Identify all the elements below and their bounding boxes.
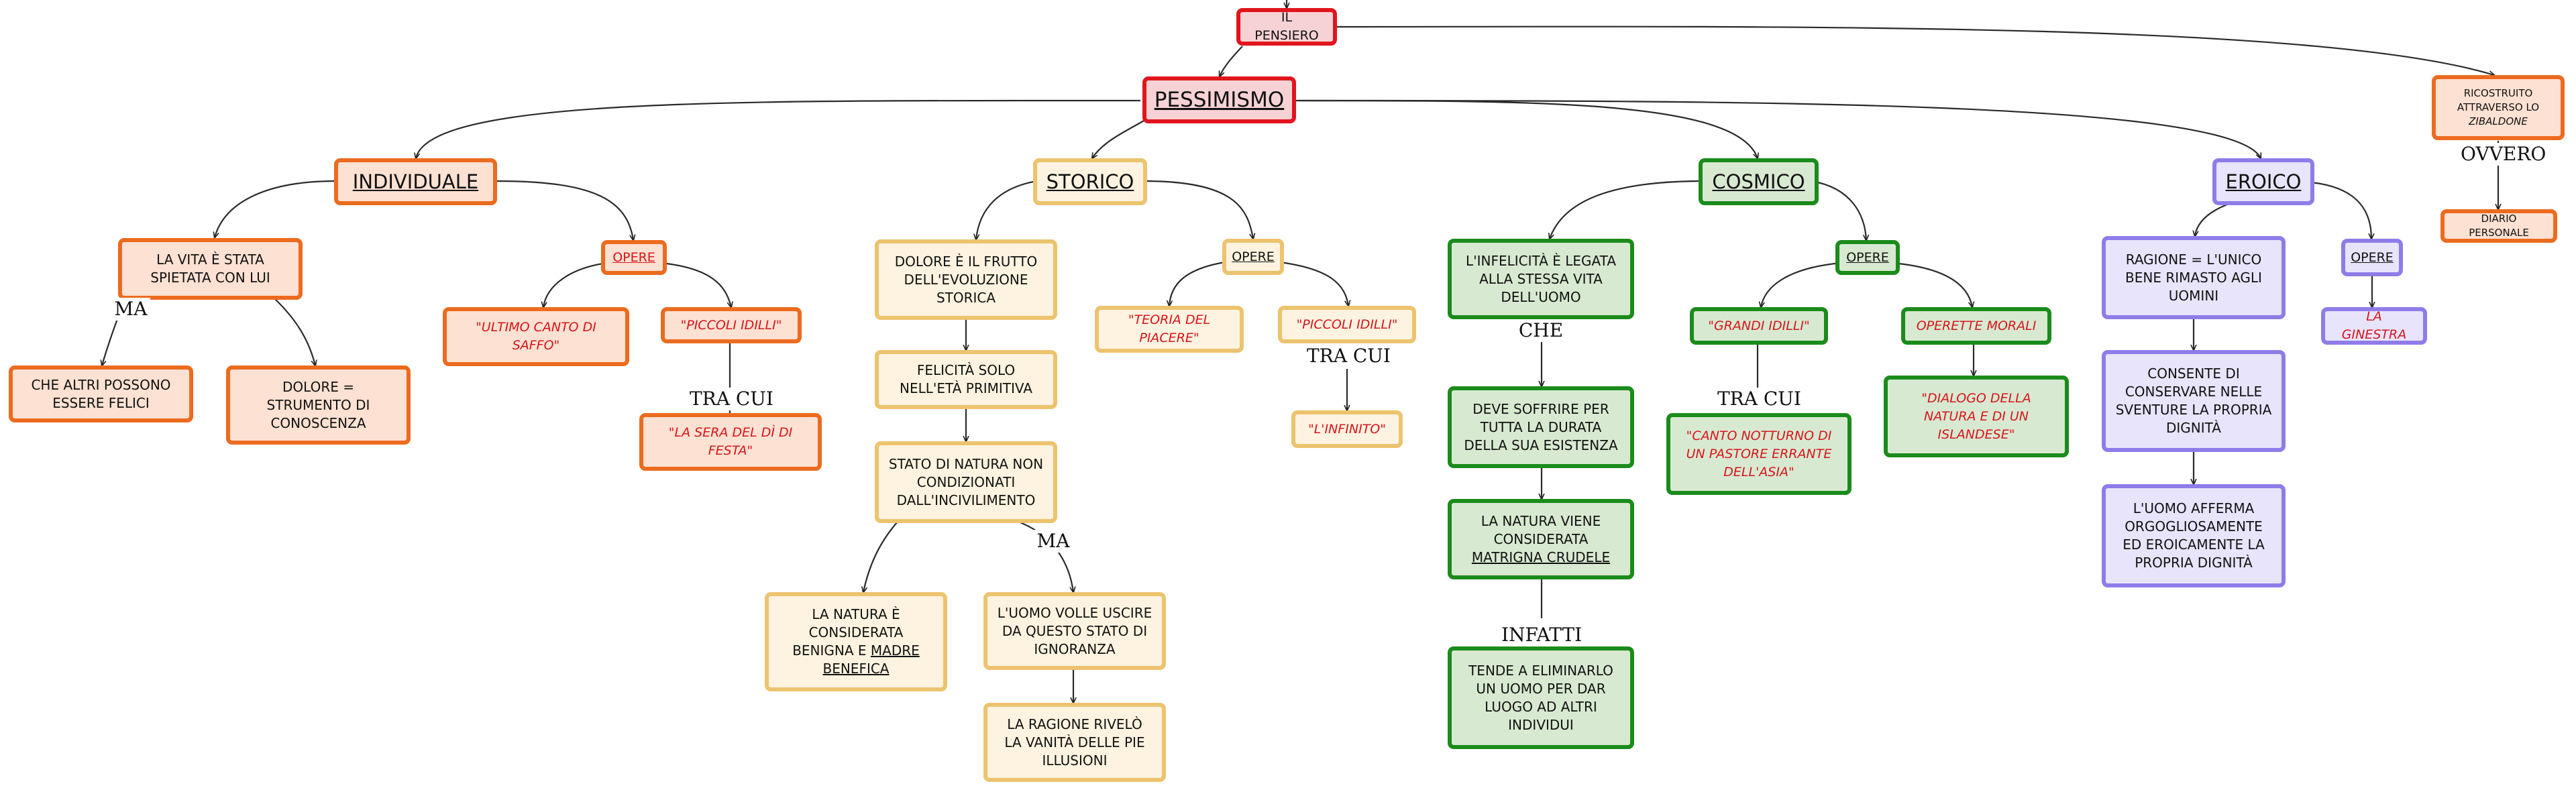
node-grandi-idilli[interactable]: "GRANDI IDILLI" xyxy=(1690,307,1828,345)
edge-pensiero-ricostruito xyxy=(1336,25,2494,75)
node-canto-notturno[interactable]: "CANTO NOTTURNO DI UN PASTORE ERRANTE DE… xyxy=(1666,413,1851,495)
node-dolore-frutto[interactable]: DOLORE È IL FRUTTO DELL'EVOLUZIONE STORI… xyxy=(875,239,1057,320)
label-ma-2: MA xyxy=(1033,530,1073,553)
edge-sto-dolore xyxy=(976,180,1037,239)
edge-pess-storico xyxy=(1092,120,1144,158)
label-ma-1: MA xyxy=(111,298,150,321)
edge-stato-uomo xyxy=(1018,520,1073,592)
edge-sto-opere xyxy=(1143,180,1253,239)
node-deve-soffrire[interactable]: DEVE SOFFRIRE PER TUTTA LA DURATA DELLA … xyxy=(1448,386,1634,468)
node-individuale[interactable]: INDIVIDUALE xyxy=(334,158,497,205)
node-il-pensiero[interactable]: IL PENSIERO xyxy=(1236,8,1337,46)
node-felicita-primitiva[interactable]: FELICITÀ SOLO NELL'ETÀ PRIMITIVA xyxy=(875,350,1057,409)
edge-ero-ragione xyxy=(2195,203,2228,236)
node-altri-felici[interactable]: CHE ALTRI POSSONO ESSERE FELICI xyxy=(9,365,193,422)
node-natura-benigna[interactable]: LA NATURA È CONSIDERATA BENIGNA E MADRE … xyxy=(765,592,947,691)
node-dialogo-natura[interactable]: "DIALOGO DELLA NATURA E DI UN ISLANDESE" xyxy=(1884,376,2069,457)
label-tra-cui-3: TRA CUI xyxy=(1717,388,1801,410)
edge-opere-saffo xyxy=(543,262,608,307)
node-tende-eliminarlo[interactable]: TENDE A ELIMINARLO UN UOMO PER DAR LUOGO… xyxy=(1448,646,1634,749)
node-ragione-rivelo[interactable]: LA RAGIONE RIVELÒ LA VANITÀ DELLE PIE IL… xyxy=(983,703,1166,782)
node-piccoli-idilli-sto[interactable]: "PICCOLI IDILLI" xyxy=(1278,306,1416,343)
edge-pensiero-pessimismo xyxy=(1220,46,1243,76)
node-pessimismo[interactable]: PESSIMISMO xyxy=(1142,76,1296,123)
node-infelicita[interactable]: L'INFELICITÀ È LEGATA ALLA STESSA VITA D… xyxy=(1448,239,1634,319)
label-ovvero: OVVERO xyxy=(2461,143,2546,166)
edge-pess-individuale xyxy=(416,99,1141,158)
node-opere-storico[interactable]: OPERE xyxy=(1222,239,1284,275)
node-teoria-piacere[interactable]: "TEORIA DEL PIACERE" xyxy=(1095,306,1244,353)
edge-pess-eroico xyxy=(1297,99,2261,158)
node-consente-conservare[interactable]: CONSENTE DI CONSERVARE NELLE SVENTURE LA… xyxy=(2102,350,2286,452)
edge-cos-opere xyxy=(1811,180,1866,240)
edge-opere-operette xyxy=(1891,262,1972,307)
edge-cos-infelicita xyxy=(1550,180,1705,239)
edge-vita-dolore xyxy=(274,298,315,365)
label-tra-cui-2: TRA CUI xyxy=(1307,345,1391,367)
node-opere-cosmico[interactable]: OPERE xyxy=(1835,240,1900,275)
node-ragione-unico-bene[interactable]: RAGIONE = L'UNICO BENE RIMASTO AGLI UOMI… xyxy=(2102,236,2286,319)
node-la-ginestra[interactable]: LA GINESTRA xyxy=(2321,307,2427,345)
node-infinito[interactable]: "L'INFINITO" xyxy=(1291,410,1403,448)
node-storico[interactable]: STORICO xyxy=(1033,158,1147,205)
edge-ind-vita xyxy=(215,180,336,237)
edge-opere-teoria xyxy=(1169,260,1230,306)
node-uomo-afferma[interactable]: L'UOMO AFFERMA ORGOGLIOSAMENTE ED EROICA… xyxy=(2102,484,2286,587)
node-eroico[interactable]: EROICO xyxy=(2212,158,2314,205)
node-stato-di-natura[interactable]: STATO DI NATURA NON CONDIZIONATI DALL'IN… xyxy=(875,441,1057,523)
node-natura-matrigna[interactable]: LA NATURA VIENE CONSIDERATA MATRIGNA CRU… xyxy=(1448,499,1634,579)
node-piccoli-idilli-ind[interactable]: "PICCOLI IDILLI" xyxy=(661,307,802,343)
edge-ero-opere xyxy=(2310,181,2371,239)
node-diario-personale[interactable]: DIARIO PERSONALE xyxy=(2440,209,2557,243)
label-tra-cui-1: TRA CUI xyxy=(690,388,773,410)
node-opere-eroico[interactable]: OPERE xyxy=(2341,239,2403,276)
node-dolore-strumento[interactable]: DOLORE = STRUMENTO DI CONOSCENZA xyxy=(226,365,411,445)
edge-opere-grandi xyxy=(1761,262,1842,307)
node-sera-di-festa[interactable]: "LA SERA DEL DÌ DI FESTA" xyxy=(639,413,822,471)
edge-stato-natura xyxy=(863,521,898,592)
node-operette-morali[interactable]: OPERETTE MORALI xyxy=(1901,307,2051,345)
node-cosmico[interactable]: COSMICO xyxy=(1699,158,1819,205)
edge-opere-piccoli xyxy=(660,262,731,307)
node-vita-spietata[interactable]: LA VITA È STATA SPIETATA CON LUI xyxy=(118,238,303,300)
label-che: CHE xyxy=(1517,319,1564,342)
node-uomo-uscire[interactable]: L'UOMO VOLLE USCIRE DA QUESTO STATO DI I… xyxy=(983,592,1166,670)
node-opere-individuale[interactable]: OPERE xyxy=(601,240,667,275)
node-ultimo-canto-saffo[interactable]: "ULTIMO CANTO DI SAFFO" xyxy=(443,307,629,366)
label-infatti: INFATTI xyxy=(1501,624,1582,646)
edge-opere-piccoli-sto xyxy=(1274,260,1348,306)
edge-pess-cosmico xyxy=(1294,99,1758,158)
edge-ind-opere xyxy=(496,180,633,240)
